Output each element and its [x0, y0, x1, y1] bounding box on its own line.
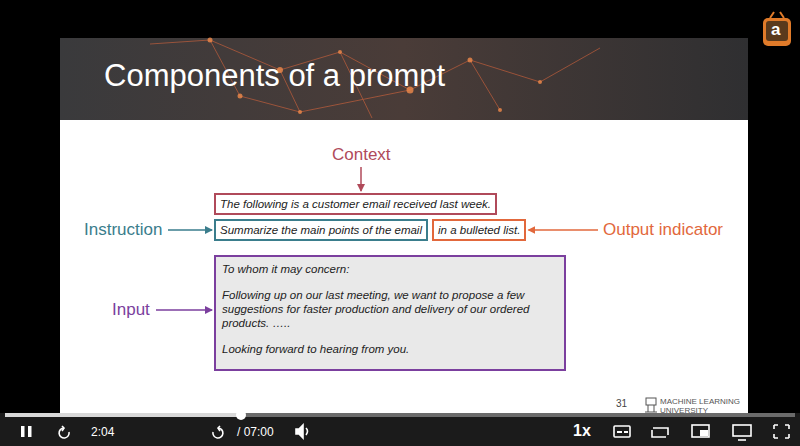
prompt-text: To whom it may concern: [222, 262, 558, 276]
logo-text: MACHINE LEARNING UNIVERSITY [660, 397, 742, 415]
prompt-box: Summarize the main points of the email [214, 219, 428, 241]
prompt-text: in a bulleted list. [438, 223, 520, 237]
component-label: Output indicator [603, 220, 723, 240]
page-number: 31 [616, 398, 627, 409]
channel-logo-letter: a [771, 20, 780, 40]
time-current: 2:04 [91, 425, 114, 439]
prompt-text: Following up on our last meeting, we wan… [222, 288, 558, 330]
component-label: Input [112, 300, 150, 320]
slide-title: Components of a prompt [104, 58, 445, 94]
prompt-text: The following is a customer email receiv… [220, 197, 491, 211]
component-label: Instruction [84, 220, 162, 240]
prompt-text: Looking forward to hearing from you. [222, 342, 558, 356]
time-total: / 07:00 [237, 425, 274, 439]
prompt-text: Summarize the main points of the email [220, 223, 422, 237]
prompt-box: To whom it may concern: Following up on o… [214, 255, 566, 371]
component-label: Context [332, 145, 391, 165]
speed-label: 1x [573, 422, 591, 440]
prompt-box: The following is a customer email receiv… [214, 193, 497, 215]
prompt-box: in a bulleted list. [432, 219, 526, 241]
